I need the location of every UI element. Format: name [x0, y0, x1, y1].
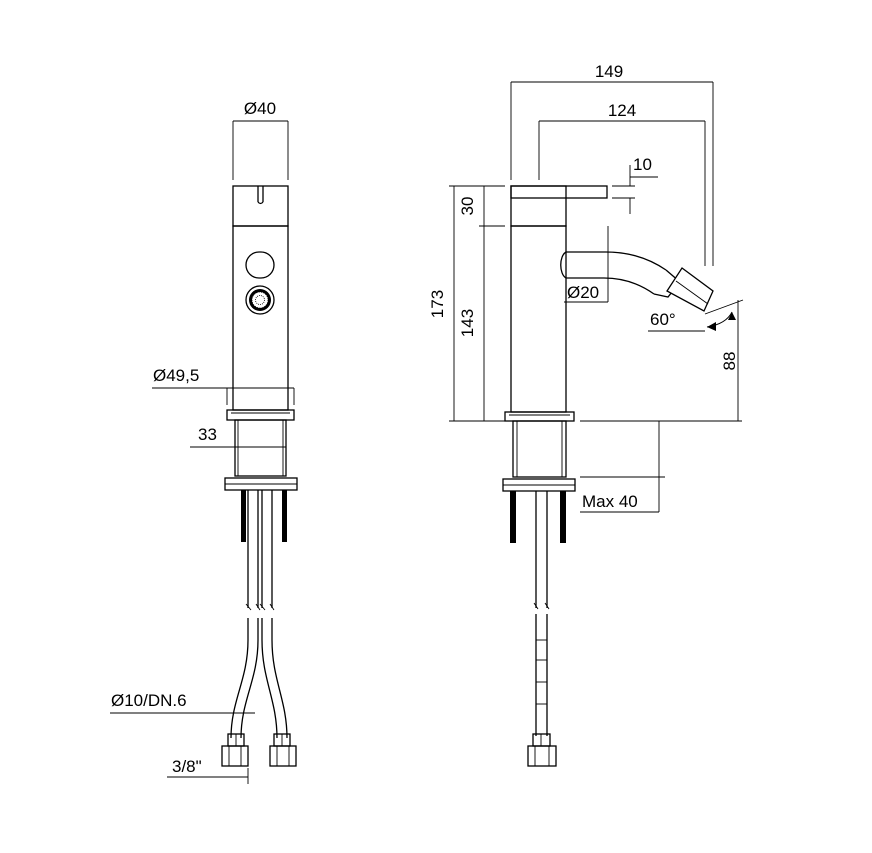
dim-spout-height-label: 88: [720, 352, 739, 371]
side-hose: [533, 491, 550, 736]
side-body: [510, 225, 567, 413]
dim-spout-height: 88: [580, 300, 742, 422]
front-lever-cap: [232, 185, 289, 227]
aerator-icon: [245, 251, 275, 315]
dim-spout-diameter: Ø20: [564, 226, 609, 303]
front-base: [226, 409, 295, 421]
front-bolt-right: [282, 490, 287, 542]
side-view: 149 124 10 30 173: [428, 62, 744, 767]
dim-max-deck: Max 40: [580, 421, 665, 513]
dim-base-diameter-label: Ø49,5: [153, 366, 199, 385]
dim-shank-height: 33: [190, 425, 286, 448]
dim-total-height: 173: [428, 185, 505, 422]
side-base: [504, 411, 575, 422]
dim-lever-thickness: 10: [612, 155, 658, 214]
dim-spout-angle: 60°: [648, 299, 744, 332]
dim-total-width-label: 149: [595, 62, 623, 81]
dim-hose: Ø10/DN.6: [110, 691, 255, 714]
side-spout: [560, 251, 714, 312]
dim-total-height-label: 173: [428, 290, 447, 318]
dim-body-height-label: 143: [458, 309, 477, 337]
dim-body-height: 143: [458, 226, 485, 421]
front-bolt-left: [241, 490, 246, 542]
dim-lever-thickness-label: 10: [633, 155, 652, 174]
front-body: [232, 225, 289, 411]
dim-body-diameter: Ø40: [232, 99, 289, 180]
side-body-top: [510, 185, 567, 227]
dim-spout-reach: 124: [538, 101, 706, 266]
dim-connector: 3/8": [167, 757, 249, 784]
dim-hose-label: Ø10/DN.6: [111, 691, 187, 710]
front-connector-right: [269, 733, 297, 767]
dim-connector-label: 3/8": [172, 757, 202, 776]
side-connector: [527, 733, 557, 767]
front-view: Ø40 Ø49,5 33 Ø10/DN.6 3/8": [110, 99, 298, 784]
dim-lever-height-label: 30: [458, 197, 477, 216]
dim-max-deck-label: Max 40: [582, 492, 638, 511]
dim-spout-diameter-label: Ø20: [567, 283, 599, 302]
front-shank: [234, 419, 287, 477]
dim-base-diameter: Ø49,5: [152, 366, 295, 405]
dim-spout-reach-label: 124: [608, 101, 636, 120]
dim-total-width: 149: [510, 62, 714, 266]
side-lever: [510, 185, 608, 199]
dim-shank-height-label: 33: [198, 425, 217, 444]
dim-spout-angle-label: 60°: [650, 310, 676, 329]
side-shank: [512, 420, 567, 478]
front-hoses: [230, 490, 288, 739]
front-connector-left: [221, 733, 249, 767]
side-bolt-right: [560, 491, 566, 543]
dim-body-diameter-label: Ø40: [244, 99, 276, 118]
side-bolt-left: [510, 491, 516, 543]
dim-lever-height: 30: [458, 185, 505, 227]
